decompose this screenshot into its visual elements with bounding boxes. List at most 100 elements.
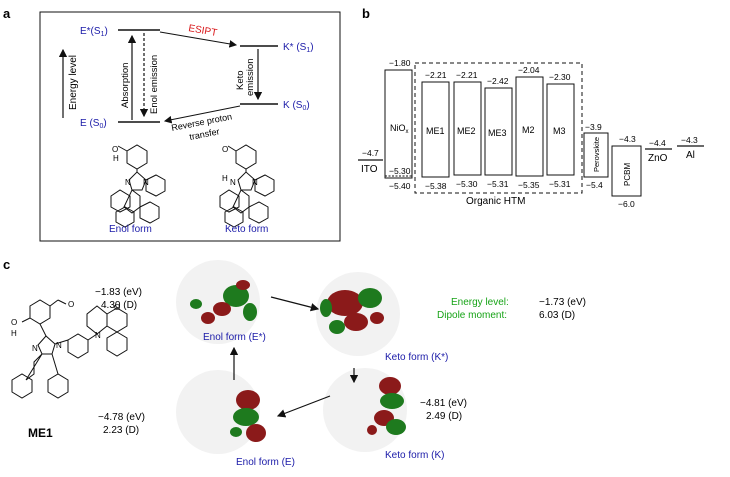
m3-bar bbox=[546, 83, 575, 176]
enol-ground-energy: −4.78 (eV) bbox=[98, 412, 145, 423]
enol-nitrogen-1: N bbox=[125, 178, 131, 187]
me1-name: ME1 bbox=[426, 126, 445, 136]
pcbm-name: PCBM bbox=[623, 163, 632, 186]
arrow-e-excited-to-k-excited bbox=[270, 296, 320, 312]
state-keto-ground: K (S0) bbox=[283, 100, 310, 112]
ito-name: ITO bbox=[361, 164, 378, 175]
keto-excited-energy-label: Energy level: bbox=[451, 297, 509, 308]
me2-homo: −5.30 bbox=[456, 179, 478, 189]
me1-nitrogen-1: N bbox=[32, 344, 38, 353]
panel-c-label: c bbox=[3, 257, 10, 272]
keto-emission-label-2: emission bbox=[245, 59, 256, 97]
me1-lumo: −2.21 bbox=[425, 70, 447, 80]
keto-oxygen: O bbox=[222, 145, 228, 154]
enol-excited-energy: −1.83 (eV) bbox=[95, 287, 142, 298]
arrow-k-ground-to-e-ground bbox=[276, 395, 331, 418]
perovskite-homo: −5.4 bbox=[586, 180, 603, 190]
me1-hydroxyl-oxygen: O bbox=[11, 318, 17, 327]
enol-ground-dipole: 2.23 (D) bbox=[103, 425, 139, 436]
me3-homo: −5.31 bbox=[487, 179, 509, 189]
m3-homo: −5.31 bbox=[549, 179, 571, 189]
orbital-keto-excited bbox=[316, 272, 400, 356]
keto-excited-dipole-label: Dipole moment: bbox=[437, 310, 507, 321]
nio-bar bbox=[384, 69, 413, 179]
orbital-enol-ground bbox=[176, 370, 266, 454]
enol-emission-label: Enol emission bbox=[149, 55, 160, 114]
enol-ground-label: Enol form (E) bbox=[236, 457, 295, 468]
nio-name: NiOx bbox=[390, 123, 409, 135]
me2-name: ME2 bbox=[457, 126, 476, 136]
nio-extra: −5.30 bbox=[389, 166, 411, 176]
state-enol-excited: E*(S1) bbox=[80, 26, 108, 38]
m2-name: M2 bbox=[522, 125, 535, 135]
me1-bar bbox=[421, 81, 450, 178]
me2-lumo: −2.21 bbox=[456, 70, 478, 80]
me1-nitrogen-3: N bbox=[95, 331, 101, 340]
zno-lumo: −4.4 bbox=[649, 138, 666, 148]
esipt-arrow bbox=[159, 31, 238, 48]
zno-name: ZnO bbox=[648, 153, 668, 164]
panel-a-label: a bbox=[3, 6, 11, 21]
keto-ground-label: Keto form (K) bbox=[385, 450, 444, 461]
m2-lumo: −2.04 bbox=[518, 65, 540, 75]
pcbm-bar bbox=[611, 145, 642, 197]
keto-hydrogen: H bbox=[222, 174, 228, 183]
m3-lumo: −2.30 bbox=[549, 72, 571, 82]
m2-bar bbox=[515, 76, 544, 177]
me1-homo: −5.38 bbox=[425, 181, 447, 191]
keto-ground-dipole: 2.49 (D) bbox=[426, 411, 462, 422]
perovskite-bar bbox=[583, 132, 609, 178]
al-lumo: −4.3 bbox=[681, 135, 698, 145]
state-enol-ground: E (S0) bbox=[80, 118, 107, 130]
panel-b-label: b bbox=[362, 6, 370, 21]
me1-hydroxyl-hydrogen: H bbox=[11, 329, 17, 338]
me3-lumo: −2.42 bbox=[487, 76, 509, 86]
me1-nitrogen-2: N bbox=[56, 341, 62, 350]
absorption-label: Absorption bbox=[120, 63, 131, 108]
keto-nitrogen-1: N bbox=[230, 178, 236, 187]
keto-excited-label: Keto form (K*) bbox=[385, 352, 448, 363]
pcbm-lumo: −4.3 bbox=[619, 134, 636, 144]
al-name: Al bbox=[686, 150, 695, 161]
me3-bar bbox=[484, 87, 513, 176]
me3-name: ME3 bbox=[488, 128, 507, 138]
me1-structure bbox=[11, 299, 128, 399]
enol-oxygen: O bbox=[112, 145, 118, 154]
keto-form-label: Keto form bbox=[225, 224, 268, 235]
orbital-keto-ground bbox=[323, 368, 407, 452]
enol-nitrogen-2: N bbox=[143, 178, 149, 187]
keto-excited-dipole: 6.03 (D) bbox=[539, 310, 575, 321]
nio-homo: −5.40 bbox=[389, 181, 411, 191]
ito-value: −4.7 bbox=[362, 148, 379, 158]
state-keto-excited: K* (S1) bbox=[283, 42, 314, 54]
panel-a-frame bbox=[39, 11, 341, 242]
me1-ring-oxygen: O bbox=[114, 303, 120, 312]
m3-name: M3 bbox=[553, 126, 566, 136]
keto-ground-energy: −4.81 (eV) bbox=[420, 398, 467, 409]
perovskite-name: Perovskite bbox=[592, 137, 601, 172]
enol-excited-dipole: 4.30 (D) bbox=[101, 300, 137, 311]
me1-methoxy-oxygen: O bbox=[68, 300, 74, 309]
orbital-enol-excited bbox=[176, 260, 260, 344]
me1-name: ME1 bbox=[28, 426, 53, 440]
perovskite-lumo: −3.9 bbox=[585, 122, 602, 132]
organic-htm-label: Organic HTM bbox=[466, 196, 525, 207]
keto-emission-label-1: Keto bbox=[235, 70, 246, 90]
enol-form-label: Enol form bbox=[109, 224, 152, 235]
keto-nitrogen-2: N bbox=[252, 178, 258, 187]
reverse-transfer-arrow bbox=[163, 105, 241, 124]
enol-excited-label: Enol form (E*) bbox=[203, 332, 266, 343]
energy-level-label: Energy level bbox=[68, 55, 79, 110]
m2-homo: −5.35 bbox=[518, 180, 540, 190]
esipt-label: ESIPT bbox=[187, 23, 217, 39]
pcbm-homo: −6.0 bbox=[618, 199, 635, 209]
nio-lumo: −1.80 bbox=[389, 58, 411, 68]
enol-structure bbox=[110, 144, 166, 228]
enol-hydrogen: H bbox=[113, 154, 119, 163]
organic-htm-group bbox=[414, 62, 583, 194]
keto-structure bbox=[219, 144, 275, 228]
me2-bar bbox=[453, 81, 482, 176]
keto-excited-energy: −1.73 (eV) bbox=[539, 297, 586, 308]
